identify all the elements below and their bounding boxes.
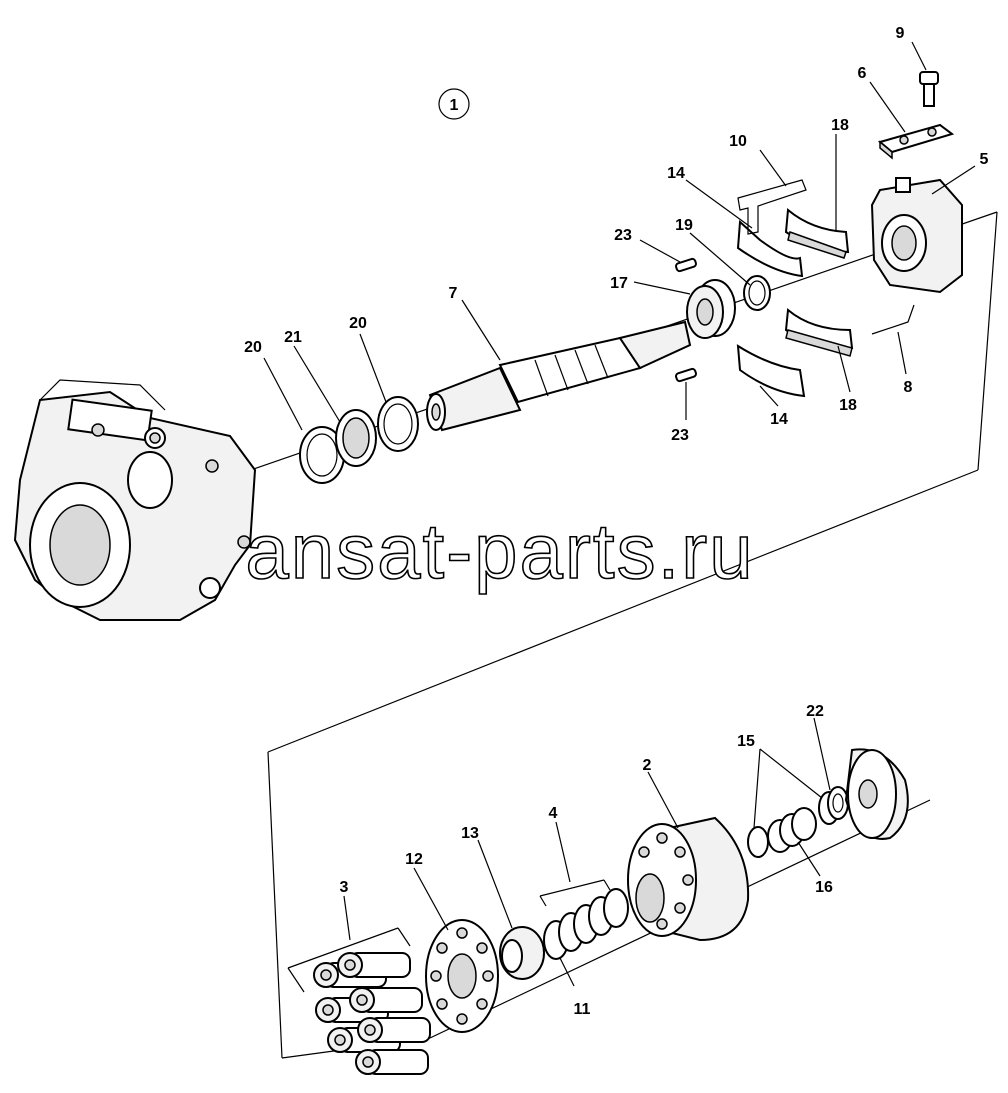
callout-4: 4: [549, 805, 558, 822]
callout-23-lower: 23: [671, 427, 689, 444]
retainer-plate-12: [425, 919, 499, 1033]
callout-11: 11: [574, 1001, 591, 1018]
spring-set-4: [543, 888, 629, 960]
piston-set-3: [313, 952, 431, 1075]
callout-12: 12: [405, 851, 423, 868]
callout-22: 22: [806, 703, 824, 720]
ring-15a: [747, 826, 769, 858]
screw-9: [919, 71, 939, 107]
callout-15: 15: [737, 733, 755, 750]
callout-20-left: 20: [244, 339, 262, 356]
callout-10: 10: [729, 133, 747, 150]
pin-23a: [675, 257, 697, 273]
roller-bearing-18b: [784, 308, 854, 357]
callout-9: 9: [896, 25, 905, 42]
pump-housing: [13, 379, 257, 621]
callout-14-upper: 14: [667, 165, 685, 182]
callout-17: 17: [610, 275, 628, 292]
valve-plate: [844, 748, 909, 840]
plate-6: [877, 123, 955, 160]
callout-18-upper: 18: [831, 117, 849, 134]
spacer-ring-21: [335, 409, 377, 467]
ring-22: [827, 786, 849, 820]
figure-number-badge: 1: [438, 88, 470, 120]
callout-19: 19: [675, 217, 693, 234]
pin-23b: [675, 367, 697, 383]
callout-6: 6: [858, 65, 867, 82]
callout-5: 5: [980, 151, 989, 168]
roller-bearing-18a: [784, 208, 850, 259]
cradle-half-14b: [736, 344, 806, 398]
callout-23-upper: 23: [614, 227, 632, 244]
spring-16: [767, 807, 817, 853]
callout-8: 8: [904, 379, 913, 396]
callout-21: 21: [284, 329, 302, 346]
callout-7: 7: [449, 285, 458, 302]
figure-number: 1: [450, 97, 459, 114]
retaining-ring-20b: [377, 396, 419, 452]
callout-16: 16: [815, 879, 833, 896]
ring-19: [743, 275, 771, 311]
l-pin-8: [871, 304, 915, 335]
callout-20-right: 20: [349, 315, 367, 332]
watermark: ansat-parts.ru: [245, 507, 754, 595]
leader-lines: [263, 41, 976, 993]
swash-plate-5: [870, 177, 963, 294]
drive-shaft-7: [426, 320, 692, 432]
callout-13: 13: [461, 825, 479, 842]
cradle-half-14a: [736, 219, 804, 278]
callout-2: 2: [643, 757, 652, 774]
clip-10: [737, 179, 807, 235]
cylinder-block-2: [627, 816, 750, 942]
callout-3: 3: [340, 879, 349, 896]
callout-18-lower: 18: [839, 397, 857, 414]
bearing-17: [686, 279, 736, 339]
callout-14-lower: 14: [770, 411, 788, 428]
ball-guide-13: [499, 926, 545, 980]
